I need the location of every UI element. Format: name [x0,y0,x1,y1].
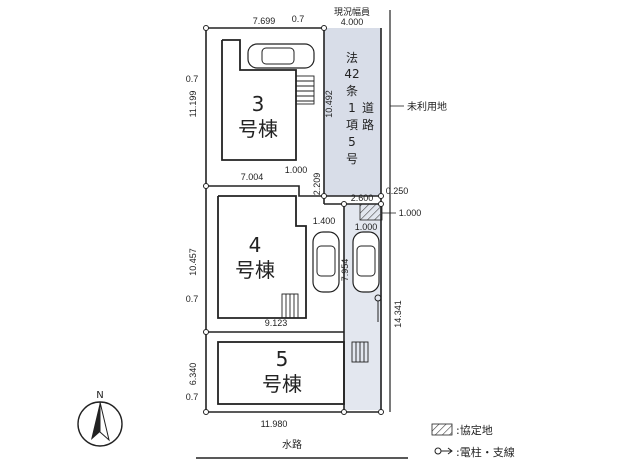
svg-text:項: 項 [346,118,358,132]
svg-text:路: 路 [362,117,374,132]
svg-text:法: 法 [346,51,358,65]
dim-right-length: 14.341 [393,300,403,328]
dim-access-inner: 1.000 [355,222,378,232]
road-name: 法 42 条 1 項 5 号 道 路 [344,51,374,166]
stairs-icon [295,75,315,105]
north-arrow-icon: N [77,390,123,447]
north-label: N [96,390,103,401]
utility-pole-icon [374,294,382,322]
agreement-land-hatch [359,203,383,221]
dim-lot3-road-side: 10.492 [324,90,334,118]
dim-lot3-bottom: 7.004 [241,172,264,182]
building-3-label: 号棟 [238,117,278,141]
pole-support-icon [434,447,453,455]
building-5-number: 5 [276,347,289,371]
legend-pole-support: :電柱・支線 [456,445,515,459]
dim-lot3-setback: 0.7 [186,74,199,84]
legend-agreement-land: :協定地 [456,423,493,437]
building-4-number: 4 [249,233,262,257]
svg-text:42: 42 [344,67,359,81]
building-4-label: 号棟 [235,258,275,282]
dim-top-width: 7.699 [253,16,276,26]
dim-lot5-setback: 0.7 [186,392,199,402]
car-icon [352,231,380,293]
car-icon [312,231,340,293]
dim-lot3-corner: 1.000 [285,165,308,175]
road-area [324,28,381,196]
legend: :協定地 :電柱・支線 [431,423,515,459]
current-width-value: 4.000 [341,17,364,27]
dim-access-width: 2.600 [351,193,374,203]
dim-lot5-depth: 6.340 [188,363,198,386]
svg-text:号: 号 [346,152,358,166]
building-5: 5 号棟 [217,341,345,405]
stairs-icon [281,293,299,319]
svg-text:1: 1 [348,101,356,115]
dim-access-right: 1.000 [399,208,422,218]
dim-access-left: 1.400 [313,216,336,226]
dim-top-gap: 0.7 [292,14,305,24]
legend-hatch-swatch [431,423,453,436]
dim-lot4-depth: 10.457 [188,248,198,276]
waterway-label: 水路 [282,438,302,451]
svg-text:5: 5 [348,135,356,149]
svg-text:道: 道 [362,101,374,115]
dim-driveway-length: 7.954 [340,259,350,282]
boundary-markers [203,25,384,415]
svg-text:条: 条 [346,84,358,98]
building-5-label: 号棟 [262,372,302,396]
dim-lot3-depth: 11.199 [188,91,198,118]
dim-lot4-setback: 0.7 [186,294,199,304]
car-icon [247,43,315,69]
unused-land-label: 未利用地 [407,100,447,113]
stairs-icon [351,341,369,363]
dim-bottom-width: 11.980 [261,419,288,429]
building-3-number: 3 [252,92,265,116]
dim-lot3-corner-diag: 2.209 [312,173,322,196]
building-4: 4 号棟 [217,195,307,319]
building-3: 3 号棟 [221,39,297,161]
current-width-label: 現況幅員 [334,6,370,17]
dim-lot4-bottom: 9.123 [265,318,288,328]
dim-access-offset: 0.250 [386,186,409,196]
